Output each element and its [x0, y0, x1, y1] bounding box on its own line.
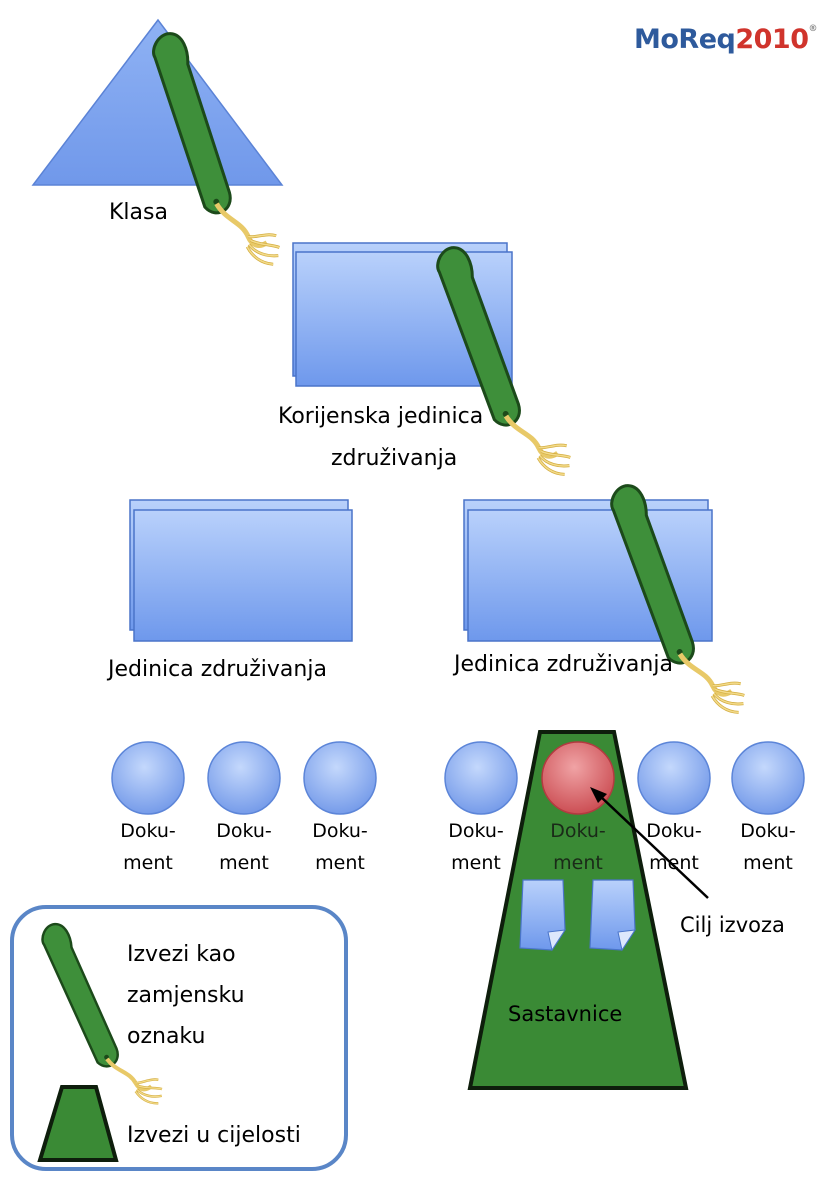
export-target-label: Cilj izvoza	[680, 913, 785, 937]
component-page-icon	[519, 879, 567, 952]
moreq2010-logo: MoReq2010®	[634, 24, 817, 55]
export-target-document-label: Doku-ment	[538, 815, 618, 879]
legend-stub-text: Izvezi kao zamjensku oznaku	[127, 934, 245, 1057]
export-target-arrow	[590, 787, 709, 899]
document-label-line1: Doku-	[646, 820, 702, 842]
logo-registered-mark: ®	[808, 24, 818, 34]
logo-text-2010: 2010	[735, 24, 809, 55]
root-aggregation-label-line2: združivanja	[331, 446, 458, 471]
components-label: Sastavnice	[508, 1002, 623, 1026]
document-label-line1: Doku-	[448, 820, 504, 842]
document-circle	[637, 741, 711, 815]
component-page-icon	[589, 879, 637, 952]
document-label-line1: Doku-	[120, 820, 176, 842]
document-label-line2: ment	[649, 852, 699, 874]
document-label-line1: Doku-	[216, 820, 272, 842]
document-label: Doku-ment	[204, 815, 284, 879]
aggregation-right-label: Jedinica združivanja	[454, 652, 673, 677]
document-label: Doku-ment	[300, 815, 380, 879]
class-triangle	[31, 18, 284, 186]
aggregation-left-box	[129, 499, 353, 642]
document-circle	[111, 741, 185, 815]
document-label-line1: Doku-	[312, 820, 368, 842]
document-label: Doku-ment	[436, 815, 516, 879]
class-label: Klasa	[109, 200, 168, 225]
legend-trapezoid-icon	[37, 1085, 119, 1162]
logo-text-moreq: MoReq	[634, 24, 736, 55]
document-circle	[303, 741, 377, 815]
document-label-line1: Doku-	[740, 820, 796, 842]
aggregation-right-box	[463, 499, 713, 642]
aggregation-left-label: Jedinica združivanja	[108, 657, 327, 682]
root-aggregation-label-line1: Korijenska jedinica	[278, 404, 484, 429]
document-label: Doku-ment	[108, 815, 188, 879]
export-target-document-circle	[541, 741, 615, 815]
document-circle	[444, 741, 518, 815]
document-label-line2: ment	[553, 852, 603, 874]
legend-stub-line2: zamjensku	[127, 983, 245, 1008]
document-label: Doku-ment	[728, 815, 808, 879]
components-trapezoid	[467, 730, 689, 1090]
document-circle	[731, 741, 805, 815]
document-label-line1: Doku-	[550, 820, 606, 842]
document-label: Doku-ment	[634, 815, 714, 879]
document-label-line2: ment	[123, 852, 173, 874]
document-label-line2: ment	[315, 852, 365, 874]
document-label-line2: ment	[219, 852, 269, 874]
document-label-line2: ment	[743, 852, 793, 874]
legend-stub-line1: Izvezi kao	[127, 942, 236, 967]
document-circle	[207, 741, 281, 815]
document-label-line2: ment	[451, 852, 501, 874]
legend-full-text: Izvezi u cijelosti	[127, 1123, 301, 1148]
legend-stub-line3: oznaku	[127, 1024, 206, 1049]
